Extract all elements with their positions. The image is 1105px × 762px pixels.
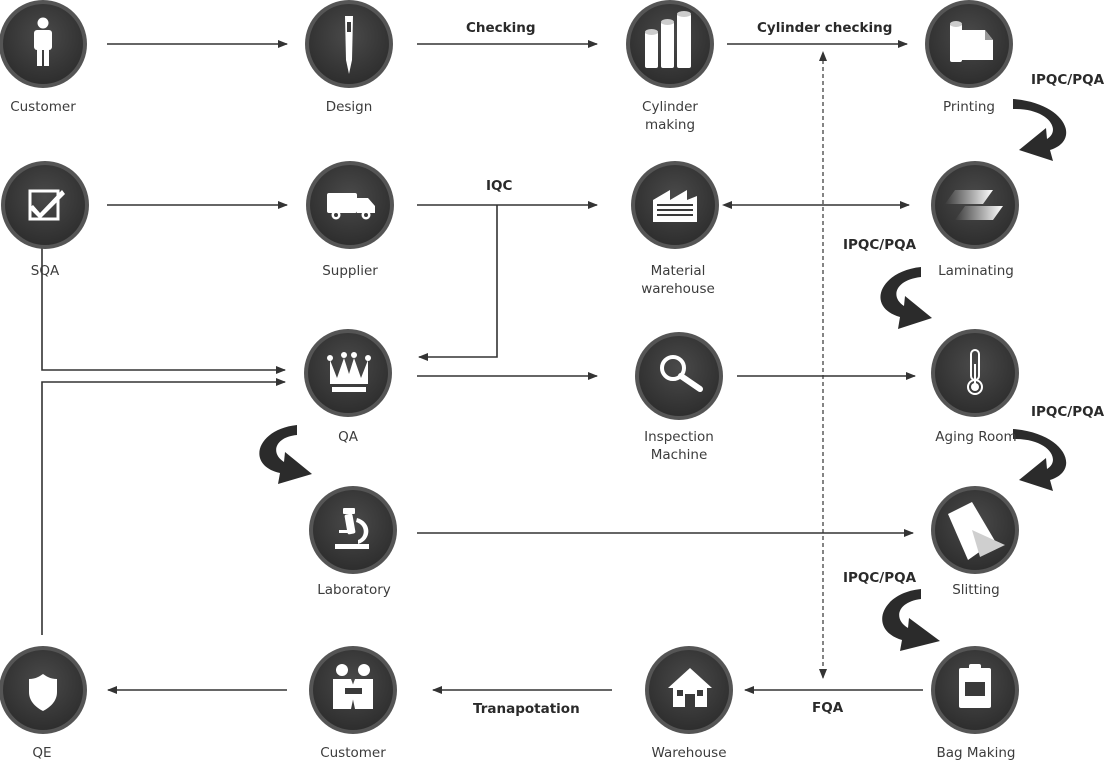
- label-qa: QA: [338, 429, 358, 445]
- layers-icon: [945, 190, 1003, 220]
- label-sqa: SQA: [30, 263, 60, 279]
- edge-label-ipqc-2: IPQC/PQA: [843, 237, 917, 253]
- label-aging-room: Aging Room: [935, 429, 1017, 445]
- edge-label-ipqc-1: IPQC/PQA: [1031, 72, 1105, 88]
- label-supplier: Supplier: [322, 263, 378, 279]
- paper-roll-icon: [950, 21, 993, 62]
- label-cylinder-making: Cylinder making: [642, 99, 698, 133]
- connectors: [41, 40, 923, 694]
- edge-label-ipqc-4: IPQC/PQA: [843, 570, 917, 586]
- node-laminating: [935, 165, 1015, 245]
- bag-icon: [959, 664, 991, 708]
- edge-label-iqc: IQC: [486, 178, 513, 194]
- label-design: Design: [325, 99, 373, 115]
- label-inspection-machine: Inspection Machine: [644, 429, 714, 463]
- label-printing: Printing: [943, 99, 995, 115]
- house-icon: [668, 668, 712, 707]
- label-warehouse: Warehouse: [651, 745, 727, 761]
- thermometer-icon: [967, 349, 983, 395]
- label-customer-bottom: Customer: [320, 745, 386, 761]
- microscope-icon: [335, 508, 369, 549]
- cylinders-icon: [645, 11, 691, 68]
- folded-sheet-icon: [948, 502, 1005, 560]
- label-customer-top: Customer: [10, 99, 76, 115]
- crown-icon: [327, 352, 371, 392]
- curved-arrows: [259, 99, 1067, 651]
- checkbox-icon: [28, 189, 65, 221]
- edge-qe-qa: [41, 378, 286, 635]
- curved-arrow-slitting-bagmaking: [882, 589, 940, 651]
- edge-label-checking: Checking: [466, 20, 536, 36]
- edge-label-transportation: Tranapotation: [473, 701, 580, 717]
- curved-arrow-laminating-aging: [880, 267, 932, 329]
- handshake-icon: [333, 664, 373, 709]
- node-sqa: [5, 165, 85, 245]
- edge-label-cylinder-checking: Cylinder checking: [757, 20, 893, 36]
- label-qe: QE: [32, 745, 52, 761]
- curved-arrow-aging-slitting: [1013, 429, 1067, 491]
- label-laminating: Laminating: [938, 263, 1014, 279]
- icons: [28, 11, 1005, 711]
- factory-icon: [653, 190, 697, 222]
- curved-arrow-qa-laboratory: [259, 425, 312, 484]
- pen-icon: [345, 16, 353, 74]
- edge-iqc-qa: [418, 205, 498, 361]
- magnifier-icon: [660, 355, 703, 392]
- curved-arrow-printing-laminating: [1013, 99, 1067, 161]
- node-circles: [0, 0, 1019, 734]
- edge-label-fqa: FQA: [812, 700, 844, 716]
- label-material-warehouse: Material warehouse: [641, 263, 715, 297]
- shield-icon: [29, 674, 57, 711]
- truck-icon: [327, 193, 375, 220]
- label-bag-making: Bag Making: [936, 745, 1016, 761]
- label-laboratory: Laboratory: [317, 582, 391, 598]
- person-icon: [34, 17, 52, 66]
- edge-sqa-qa: [41, 233, 286, 374]
- edge-label-ipqc-3: IPQC/PQA: [1031, 404, 1105, 420]
- label-slitting: Slitting: [952, 582, 1000, 598]
